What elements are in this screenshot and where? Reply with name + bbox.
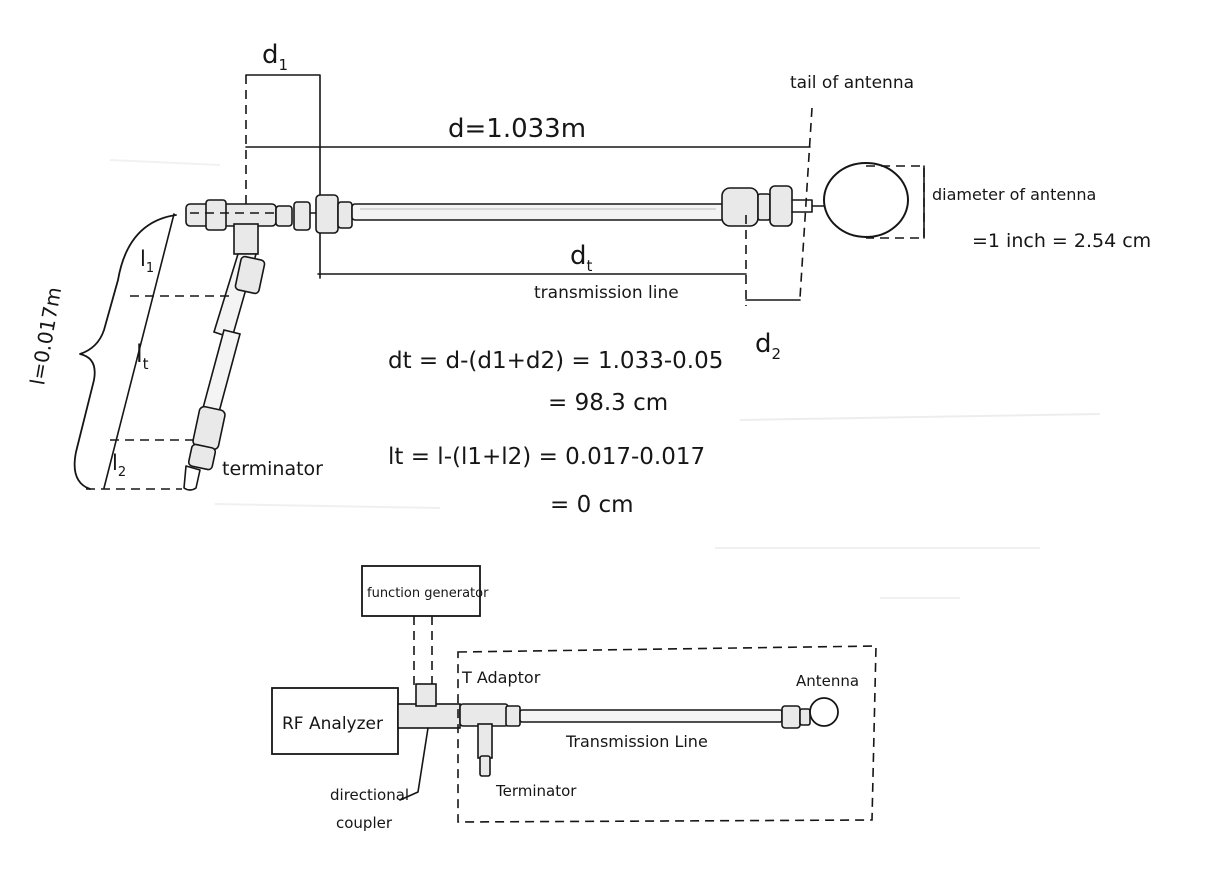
lt-label: lt xyxy=(136,340,149,373)
d2-label: d2 xyxy=(755,329,781,363)
coupling-nut-b xyxy=(293,201,311,231)
rf-analyzer-label: RF Analyzer xyxy=(282,714,383,734)
coupling-nut-d xyxy=(337,201,353,229)
directional-coupler-body xyxy=(397,703,461,729)
coupler-label-line2: coupler xyxy=(336,814,393,832)
dt-label: dt xyxy=(570,241,593,275)
block-t-stem xyxy=(477,723,493,759)
l-total-label: l=0.017m xyxy=(25,285,66,387)
dt-result: = 98.3 cm xyxy=(548,390,668,416)
block-antenna-fitting xyxy=(781,705,801,729)
block-antenna-label: Antenna xyxy=(796,672,859,690)
terminator-branch xyxy=(183,253,266,491)
equations: dt = d-(d1+d2) = 1.033-0.05 = 98.3 cm lt… xyxy=(388,348,723,518)
coupling-nut-a xyxy=(275,205,293,227)
measurement-block-diagram: function generator RF Analyzer direction… xyxy=(271,565,877,832)
d-total-label: d=1.033m xyxy=(448,114,586,144)
block-transmission-line xyxy=(519,709,783,723)
tail-dashed-line xyxy=(799,107,813,299)
t-adaptor-nut xyxy=(205,199,227,231)
block-antenna-fitting-b xyxy=(799,708,811,726)
t-adaptor-stem xyxy=(233,223,259,255)
terminator-label: terminator xyxy=(222,458,323,480)
rf-analyzer-box xyxy=(271,687,399,755)
diameter-label: diameter of antenna xyxy=(932,185,1096,204)
cable-assembly-sketch: d1 d=1.033m tail of antenna diameter of … xyxy=(25,40,1151,491)
block-t-adaptor xyxy=(459,703,509,727)
coupler-label-line1: directional xyxy=(330,786,409,804)
block-terminator-label: Terminator xyxy=(495,782,577,800)
tail-label: tail of antenna xyxy=(790,73,914,93)
antenna-bulb xyxy=(823,162,909,238)
l-curly-brace xyxy=(73,214,177,490)
antenna-fitting-a xyxy=(721,187,759,227)
antenna-fitting-b xyxy=(757,193,771,221)
block-transmission-line-label: Transmission Line xyxy=(565,732,708,751)
lt-equation: lt = l-(l1+l2) = 0.017-0.017 xyxy=(388,444,705,470)
device-dashed-enclosure xyxy=(457,645,877,823)
directional-coupler-stem xyxy=(415,683,437,707)
block-terminator xyxy=(479,755,491,777)
t-adaptor-body xyxy=(185,203,277,227)
antenna-fitting-c xyxy=(769,185,793,227)
block-t-adaptor-label: T Adaptor xyxy=(461,668,541,687)
function-generator-label: function generator xyxy=(367,586,489,601)
d1-label: d1 xyxy=(262,40,288,74)
lt-slant-line xyxy=(103,213,175,489)
bleed-through-marks xyxy=(109,159,1101,599)
transmission-line-label: transmission line xyxy=(534,283,679,303)
block-antenna-bulb xyxy=(809,697,839,727)
coupler-pointer xyxy=(399,727,429,801)
block-line-nut xyxy=(505,705,521,727)
lt-result: = 0 cm xyxy=(550,492,634,518)
coupling-nut-c xyxy=(315,194,339,234)
function-generator-box xyxy=(361,565,481,617)
l1-label: l1 xyxy=(140,247,154,276)
l2-label: l2 xyxy=(112,451,126,480)
diameter-value: =1 inch = 2.54 cm xyxy=(972,230,1151,252)
dt-equation: dt = d-(d1+d2) = 1.033-0.05 xyxy=(388,348,723,374)
main-cable xyxy=(351,203,725,221)
